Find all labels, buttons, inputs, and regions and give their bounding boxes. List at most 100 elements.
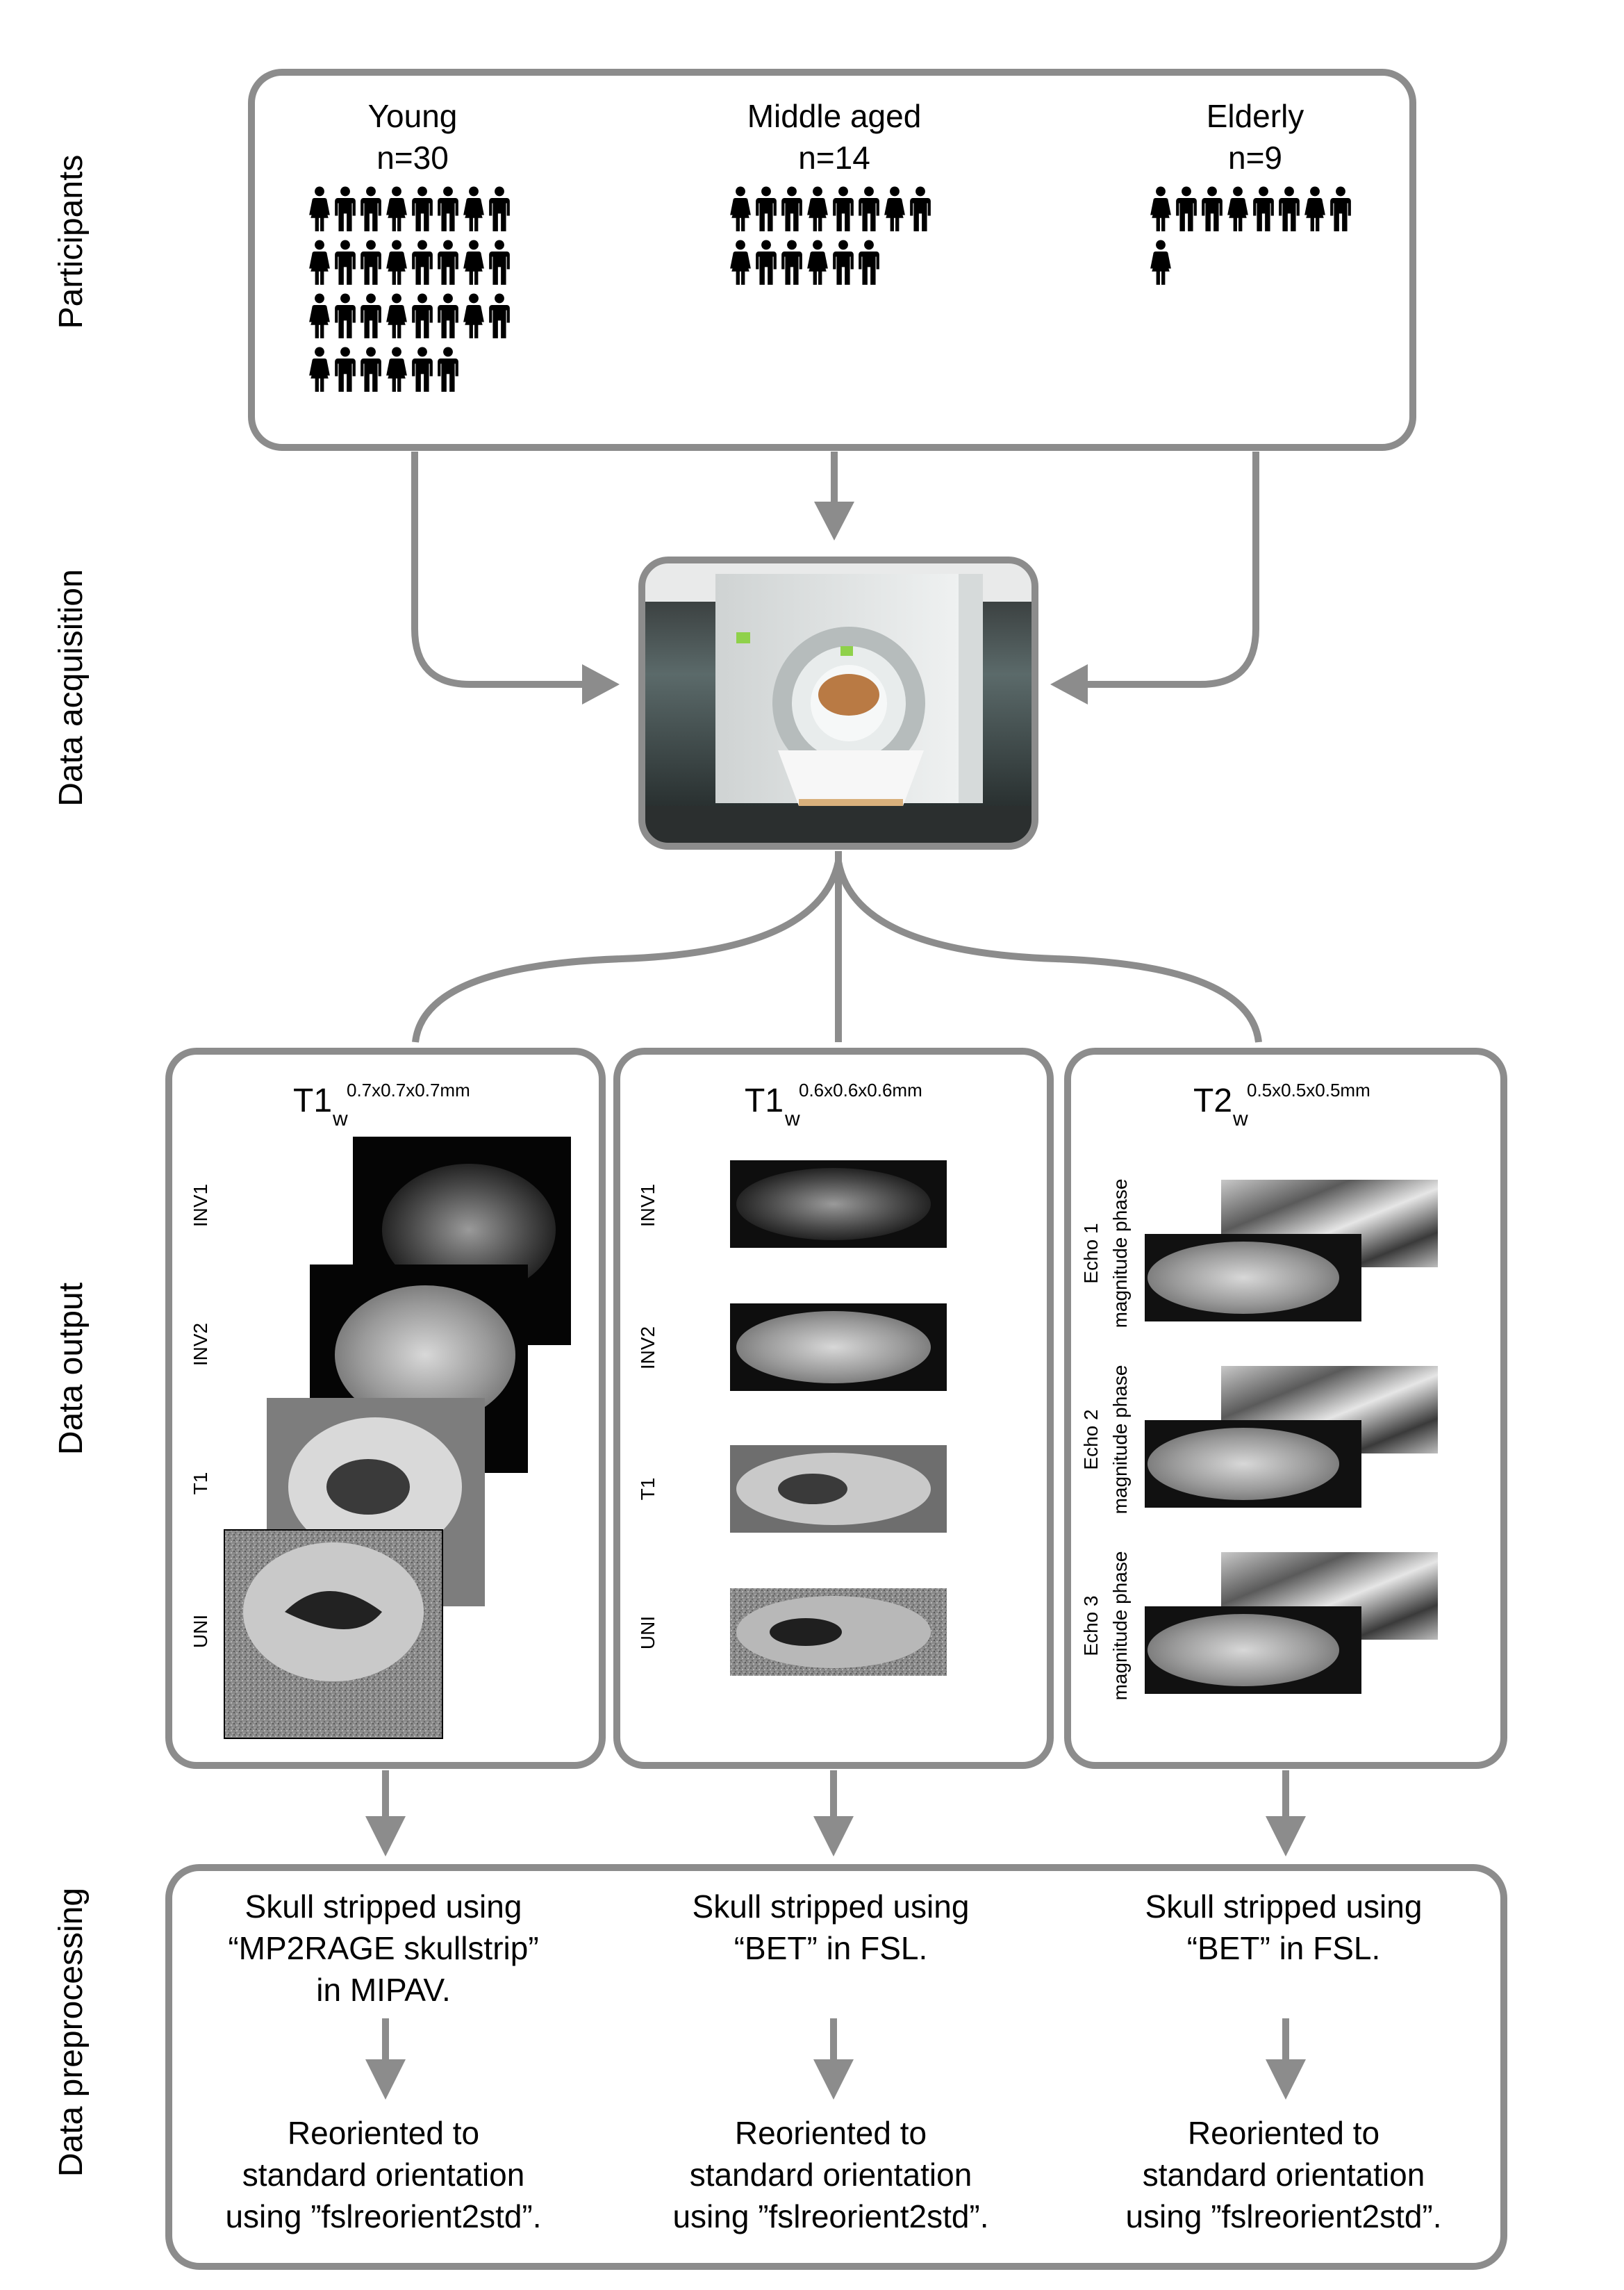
arrows-to-preprocessing xyxy=(365,1770,1306,1856)
img-label-inv1-b: INV1 xyxy=(637,1184,658,1227)
person-icon xyxy=(463,293,484,338)
preproc-step-arrows xyxy=(365,2018,1306,2100)
person-icon xyxy=(386,186,407,231)
group-elderly-count: n=9 xyxy=(1228,140,1282,176)
person-icon xyxy=(361,293,381,338)
preproc-1-step1-line2: “MP2RAGE skullstrip” xyxy=(228,1930,538,1966)
echo2-types: magnitude phase xyxy=(1109,1365,1131,1515)
mri-scanner-photo xyxy=(638,557,1038,850)
person-icon xyxy=(412,186,433,231)
person-icon xyxy=(884,186,905,231)
person-icon xyxy=(309,186,330,231)
preproc-2-step2-line1: Reoriented to xyxy=(735,2115,927,2151)
person-icon xyxy=(463,240,484,285)
preproc-col-3: Skull stripped using “BET” in FSL. Reori… xyxy=(1125,1888,1441,2234)
person-icon xyxy=(489,293,510,338)
seq-res-1: 0.7x0.7x0.7mm xyxy=(347,1080,470,1101)
echo3-types: magnitude phase xyxy=(1109,1551,1131,1701)
person-icon xyxy=(1150,240,1171,285)
output-box-t1w-06 xyxy=(613,1048,1054,1769)
person-icon xyxy=(756,240,777,285)
mp2rage-slab-images xyxy=(730,1160,947,1676)
person-icon xyxy=(833,186,854,231)
arrowheads-to-scanner xyxy=(582,502,1088,705)
person-icon xyxy=(463,186,484,231)
img-label-inv2-b: INV2 xyxy=(637,1326,658,1369)
person-icon xyxy=(438,186,458,231)
people-middle-aged xyxy=(730,186,931,285)
seq-title-3: T2 xyxy=(1193,1082,1232,1119)
group-middle-aged: Middle aged n=14 xyxy=(730,98,931,285)
arrows-to-scanner xyxy=(411,452,1259,688)
person-icon xyxy=(859,186,879,231)
person-icon xyxy=(335,186,356,231)
label-preprocessing: Data preprocessing xyxy=(53,1888,90,2177)
person-icon xyxy=(756,186,777,231)
person-icon xyxy=(833,240,854,285)
person-icon xyxy=(412,347,433,392)
preproc-3-step1-line1: Skull stripped using xyxy=(1145,1888,1423,1925)
echo1-label: Echo 1 xyxy=(1080,1223,1102,1283)
preproc-1-step1-line3: in MIPAV. xyxy=(316,1972,450,2008)
people-elderly xyxy=(1150,186,1351,285)
person-icon xyxy=(489,186,510,231)
person-icon xyxy=(1304,186,1325,231)
person-icon xyxy=(859,240,879,285)
person-icon xyxy=(807,186,828,231)
preproc-2-step1-line2: “BET” in FSL. xyxy=(734,1930,928,1966)
group-middle-count: n=14 xyxy=(798,140,870,176)
preproc-col-2: Skull stripped using “BET” in FSL. Reori… xyxy=(672,1888,988,2234)
preprocessing-box xyxy=(165,1864,1507,2270)
person-icon xyxy=(361,186,381,231)
person-icon xyxy=(335,293,356,338)
seq-sub-3: w xyxy=(1232,1107,1248,1130)
preproc-3-step2-line1: Reoriented to xyxy=(1188,2115,1379,2151)
group-young-count: n=30 xyxy=(376,140,449,176)
group-young-name: Young xyxy=(368,98,458,134)
mp2rage-stack xyxy=(224,1137,571,1739)
arrows-to-outputs xyxy=(412,851,1262,1043)
preproc-1-step2-line1: Reoriented to xyxy=(288,2115,479,2151)
person-icon xyxy=(1253,186,1274,231)
person-icon xyxy=(412,240,433,285)
group-elderly: Elderly n=9 xyxy=(1150,98,1351,285)
preproc-1-step1-line1: Skull stripped using xyxy=(245,1888,522,1925)
echo3-label: Echo 3 xyxy=(1080,1595,1102,1656)
person-icon xyxy=(1227,186,1248,231)
person-icon xyxy=(910,186,931,231)
output-box-t2w-05 xyxy=(1064,1048,1507,1769)
preproc-2-step2-line3: using ”fslreorient2std”. xyxy=(672,2198,988,2234)
person-icon xyxy=(335,347,356,392)
label-acquisition: Data acquisition xyxy=(53,569,90,807)
participants-box xyxy=(248,69,1416,451)
label-participants: Participants xyxy=(53,155,90,329)
person-icon xyxy=(412,293,433,338)
preproc-3-step2-line2: standard orientation xyxy=(1143,2157,1425,2193)
person-icon xyxy=(386,240,407,285)
person-icon xyxy=(781,240,802,285)
preproc-2-step1-line1: Skull stripped using xyxy=(693,1888,970,1925)
preproc-3-step2-line3: using ”fslreorient2std”. xyxy=(1125,2198,1441,2234)
echo1-types: magnitude phase xyxy=(1109,1179,1131,1328)
person-icon xyxy=(309,347,330,392)
seq-sub-1: w xyxy=(332,1107,348,1130)
person-icon xyxy=(1279,186,1300,231)
seq-title-1: T1 xyxy=(293,1082,332,1119)
person-icon xyxy=(386,347,407,392)
preproc-1-step2-line3: using ”fslreorient2std”. xyxy=(225,2198,541,2234)
person-icon xyxy=(361,347,381,392)
person-icon xyxy=(807,240,828,285)
img-label-inv2-a: INV2 xyxy=(190,1323,211,1366)
person-icon xyxy=(438,240,458,285)
img-label-uni-b: UNI xyxy=(637,1616,658,1649)
label-output: Data output xyxy=(53,1283,90,1455)
person-icon xyxy=(781,186,802,231)
people-young xyxy=(309,186,510,392)
person-icon xyxy=(1330,186,1351,231)
seq-res-2: 0.6x0.6x0.6mm xyxy=(799,1080,922,1101)
person-icon xyxy=(309,240,330,285)
person-icon xyxy=(730,240,751,285)
person-icon xyxy=(335,240,356,285)
seq-res-3: 0.5x0.5x0.5mm xyxy=(1247,1080,1370,1101)
